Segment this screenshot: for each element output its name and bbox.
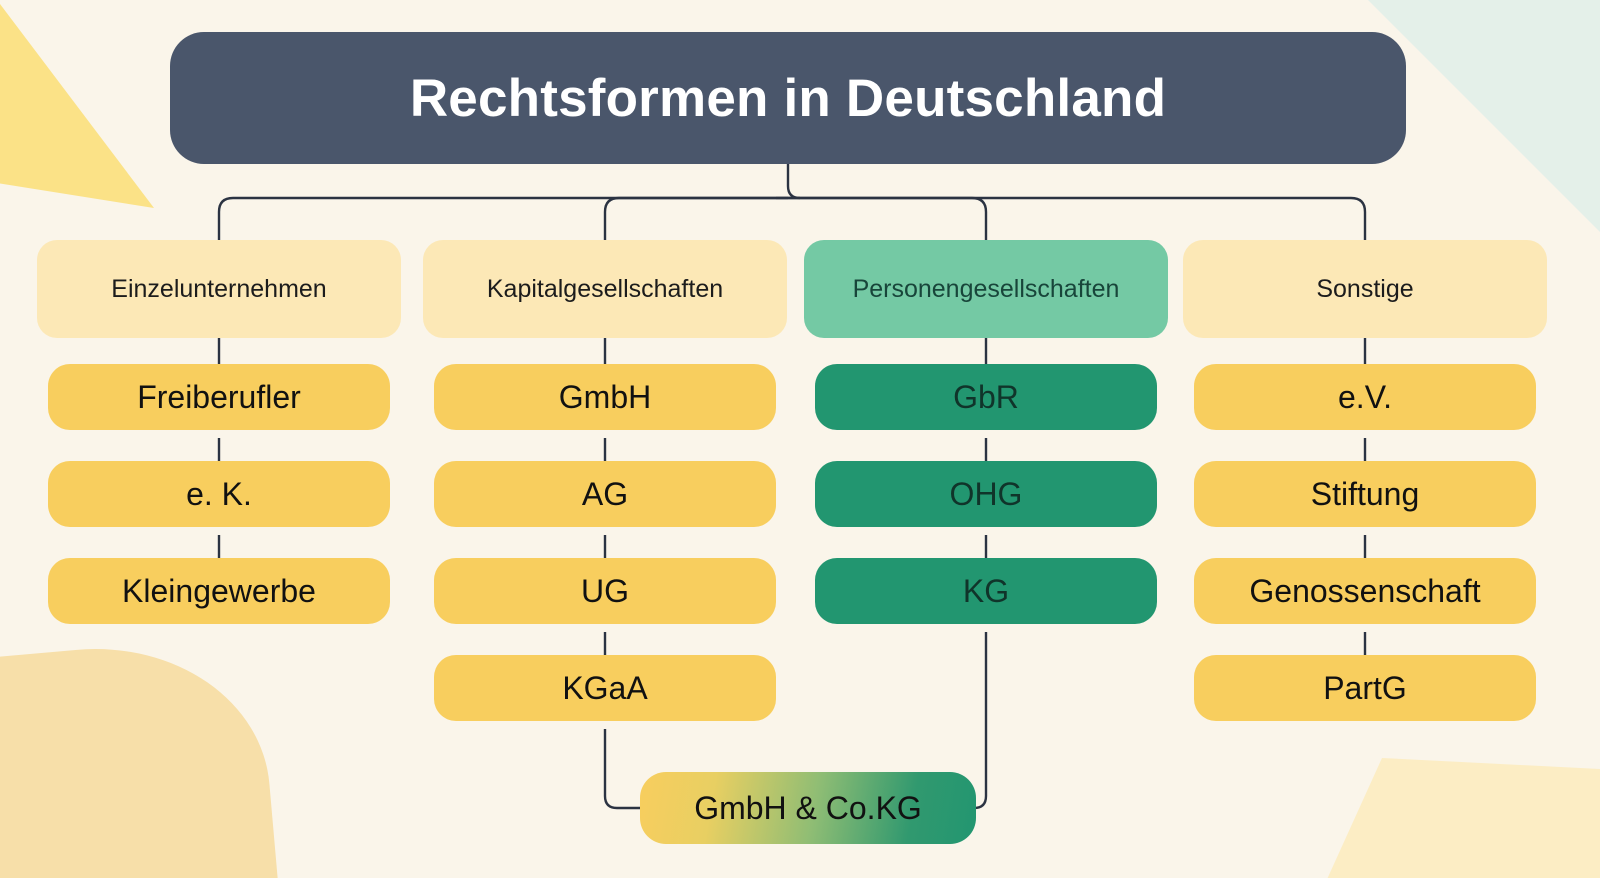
legal-form-label: Genossenschaft: [1249, 572, 1481, 609]
legal-form-label: GmbH: [558, 378, 652, 415]
page-title: Rechtsformen in Deutschland: [409, 68, 1167, 128]
legal-form-item[interactable]: AG: [434, 461, 776, 527]
legal-form-label: Freiberufler: [137, 378, 301, 415]
legal-form-item[interactable]: e. K.: [48, 461, 390, 527]
legal-form-item[interactable]: OHG: [815, 461, 1157, 527]
legal-form-item[interactable]: UG: [434, 558, 776, 624]
category-header[interactable]: Kapitalgesellschaften: [423, 240, 787, 338]
legal-form-item[interactable]: Genossenschaft: [1194, 558, 1536, 624]
legal-form-label: UG: [581, 572, 629, 609]
legal-form-label: GbR: [953, 378, 1019, 415]
category-header[interactable]: Personengesellschaften: [804, 240, 1168, 338]
legal-form-label: Kleingewerbe: [122, 572, 316, 609]
diagram-title-bar: Rechtsformen in Deutschland: [170, 32, 1406, 164]
legal-form-label: e.V.: [1338, 378, 1392, 415]
legal-form-label: e. K.: [186, 475, 252, 512]
node-label: GmbH & Co.KG: [694, 789, 922, 826]
legal-form-label: OHG: [949, 475, 1023, 512]
legal-form-label: Stiftung: [1310, 475, 1420, 512]
legal-form-item[interactable]: Freiberufler: [48, 364, 390, 430]
category-header[interactable]: Sonstige: [1183, 240, 1547, 338]
legal-form-item[interactable]: GmbH: [434, 364, 776, 430]
category-header-label: Kapitalgesellschaften: [486, 274, 724, 303]
legal-form-item[interactable]: Stiftung: [1194, 461, 1536, 527]
legal-form-item[interactable]: KGaA: [434, 655, 776, 721]
legal-form-item[interactable]: e.V.: [1194, 364, 1536, 430]
category-header[interactable]: Einzelunternehmen: [37, 240, 401, 338]
legal-form-label: PartG: [1323, 669, 1407, 706]
legal-form-label: AG: [581, 475, 629, 512]
legal-form-item[interactable]: GbR: [815, 364, 1157, 430]
legal-form-label: KG: [962, 572, 1010, 609]
legal-form-list: GmbH AG UG KGaA: [434, 364, 776, 752]
node-gmbh-co-kg[interactable]: GmbH & Co.KG: [640, 772, 976, 844]
legal-form-item[interactable]: PartG: [1194, 655, 1536, 721]
legal-form-item[interactable]: Kleingewerbe: [48, 558, 390, 624]
legal-form-list: GbR OHG KG: [815, 364, 1157, 655]
legal-form-list: Freiberufler e. K. Kleingewerbe: [48, 364, 390, 655]
category-header-label: Sonstige: [1316, 274, 1414, 303]
legal-form-item[interactable]: KG: [815, 558, 1157, 624]
category-header-label: Personengesellschaften: [852, 274, 1120, 303]
category-header-label: Einzelunternehmen: [111, 274, 327, 303]
legal-form-label: KGaA: [562, 669, 648, 706]
